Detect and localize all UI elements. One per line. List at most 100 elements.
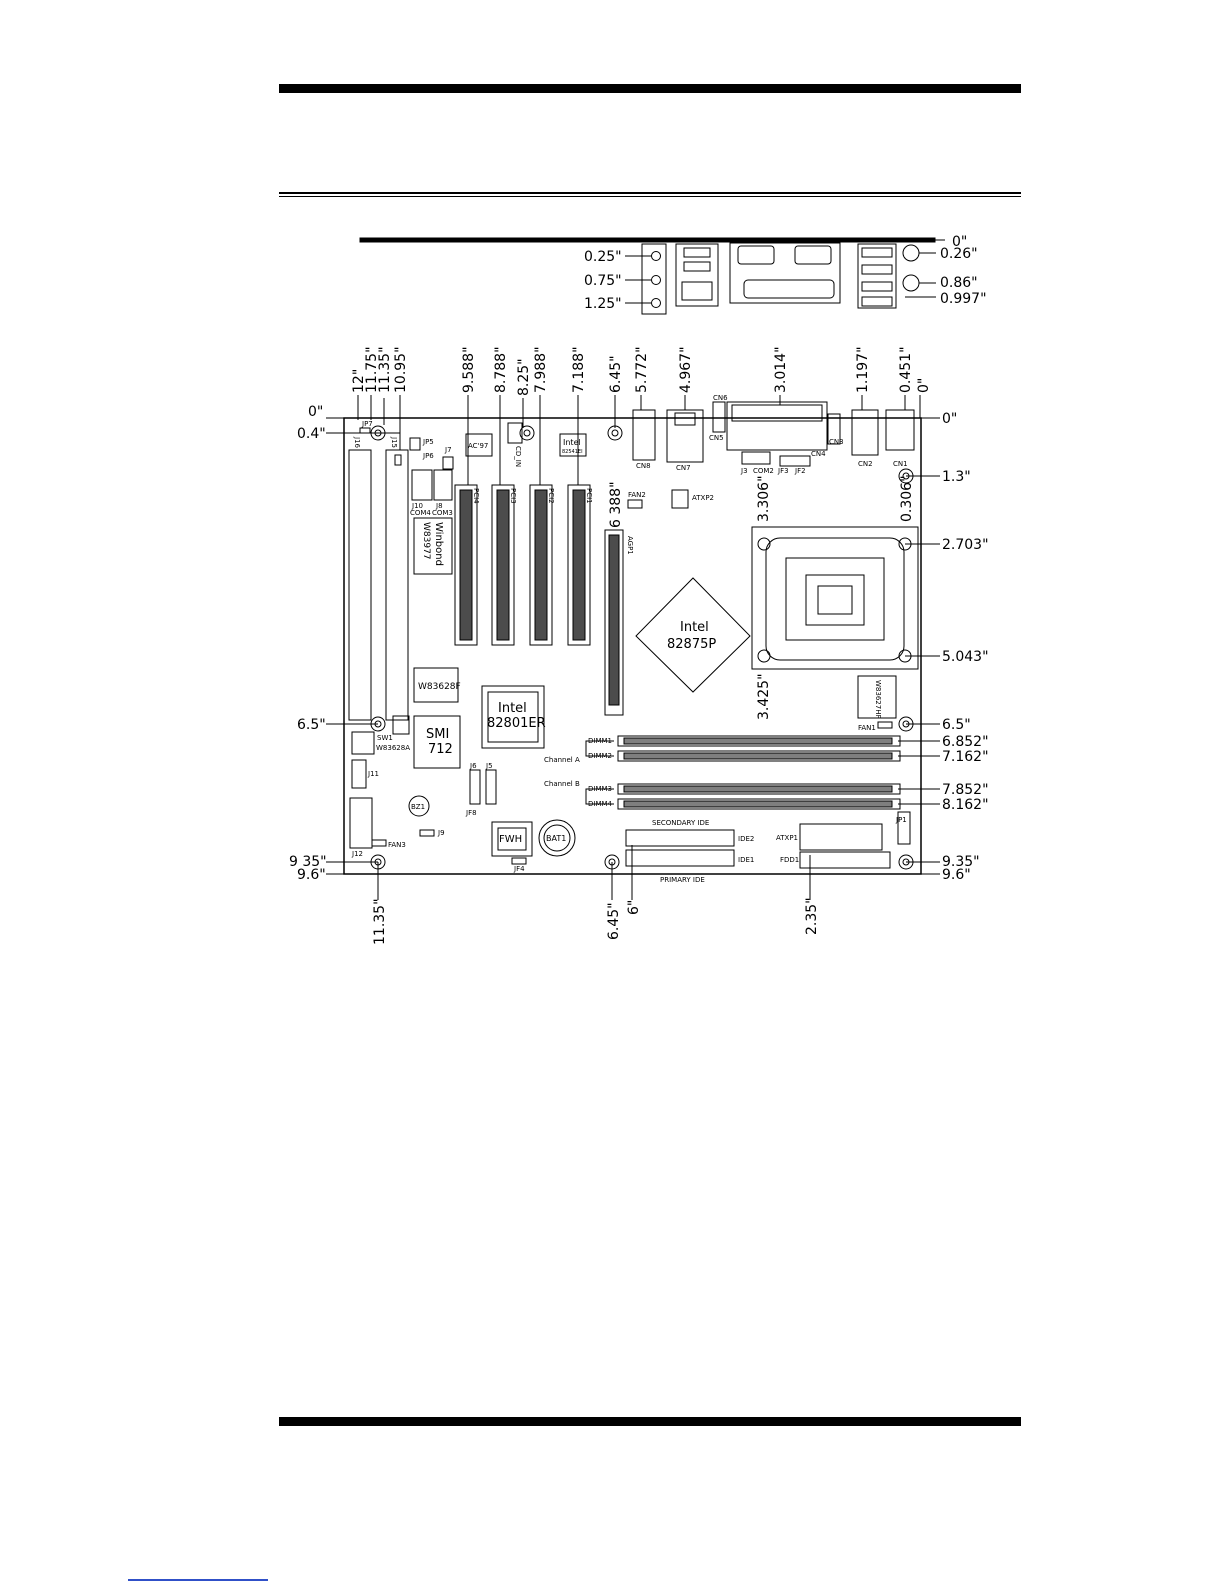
pci2-slot bbox=[529, 484, 553, 646]
ide2-connector bbox=[625, 829, 735, 847]
jp7-header bbox=[359, 427, 371, 434]
label-cd-in: CD_IN bbox=[514, 446, 522, 467]
label-winbond-2: W83977 bbox=[421, 522, 431, 560]
label-jp7: JP7 bbox=[361, 420, 373, 428]
dim-v-0: 0" bbox=[916, 378, 932, 393]
label-pci3: PCI3 bbox=[509, 488, 517, 504]
label-cn3: CN3 bbox=[829, 438, 844, 446]
label-winbond-1: Winbond bbox=[433, 522, 444, 566]
dim-v-1135: 11.35" bbox=[377, 346, 393, 393]
label-fan3: FAN3 bbox=[388, 841, 406, 849]
dim-in-0306: 0.306" bbox=[899, 475, 915, 522]
label-pci4: PCI4 bbox=[472, 488, 480, 504]
j5-header bbox=[485, 769, 497, 805]
mount-hole-9 bbox=[898, 854, 914, 870]
dim-v-0451: 0.451" bbox=[898, 346, 914, 393]
label-dimm1: DIMM1 bbox=[588, 737, 612, 745]
label-intel-lan-2: 82541EI bbox=[562, 449, 583, 455]
j16-header bbox=[348, 449, 372, 721]
label-secondary-ide: SECONDARY IDE bbox=[652, 819, 709, 827]
mount-hole-7 bbox=[370, 854, 386, 870]
atxp2-connector bbox=[671, 489, 689, 509]
label-dimm2: DIMM2 bbox=[588, 752, 612, 760]
label-fwh: FWH bbox=[499, 834, 522, 845]
dim-bot-1135: 11.35" bbox=[372, 898, 388, 945]
dim-bot-235: 2.35" bbox=[804, 897, 820, 935]
dim-right-65: 6.5" bbox=[942, 717, 971, 733]
cn2-connector bbox=[851, 409, 879, 456]
label-jp6: JP6 bbox=[422, 452, 434, 460]
dim-in-3425: 3.425" bbox=[756, 673, 772, 720]
buzzer-bz1 bbox=[408, 795, 430, 817]
label-com3: COM3 bbox=[432, 509, 453, 517]
cn8-connector bbox=[632, 409, 656, 461]
jp5-header bbox=[409, 437, 421, 451]
label-agp1: AGP1 bbox=[626, 536, 634, 555]
ide1-connector bbox=[625, 849, 735, 867]
atxp1-connector bbox=[799, 823, 883, 851]
dim-v-7988: 7.988" bbox=[533, 346, 549, 393]
jf4-header bbox=[511, 857, 527, 865]
winbond-w83977-chip bbox=[413, 517, 453, 575]
pci4-slot bbox=[454, 484, 478, 646]
label-j8: J8 bbox=[435, 502, 443, 510]
label-82875p-2: 82875P bbox=[667, 637, 716, 652]
fdd1-connector bbox=[799, 851, 891, 869]
label-fan2: FAN2 bbox=[628, 491, 646, 499]
label-w83627hf: W83627HF bbox=[874, 680, 882, 718]
dim-right-5043: 5.043" bbox=[942, 649, 989, 665]
audio-jack-2 bbox=[651, 275, 661, 285]
label-com2: COM2 bbox=[753, 467, 774, 475]
header-rule-2 bbox=[279, 196, 1021, 197]
parallel-port bbox=[726, 401, 828, 451]
label-intel-lan-1: Intel bbox=[563, 438, 581, 447]
label-jf8: JF8 bbox=[465, 809, 477, 817]
label-j11: J11 bbox=[367, 770, 379, 778]
j10-header bbox=[411, 469, 433, 501]
mount-hole-4 bbox=[898, 468, 914, 484]
fwh-chip bbox=[491, 821, 533, 857]
label-jf2: JF2 bbox=[794, 467, 806, 475]
dim-right-7162: 7.162" bbox=[942, 749, 989, 765]
dim-top-026: 0.26" bbox=[940, 246, 978, 262]
label-cn8: CN8 bbox=[636, 462, 651, 470]
label-j7: J7 bbox=[444, 446, 452, 454]
label-cn5: CN5 bbox=[709, 434, 724, 442]
label-ide1: IDE1 bbox=[738, 856, 754, 864]
mount-hole-5 bbox=[370, 716, 386, 732]
dimm4-slot bbox=[617, 798, 901, 810]
jf3-jf2-header bbox=[779, 455, 811, 467]
intel-82801er-chip bbox=[481, 685, 545, 749]
dim-left-935: 9 35" bbox=[289, 854, 327, 870]
mount-hole-8 bbox=[604, 854, 620, 870]
label-cn1: CN1 bbox=[893, 460, 908, 468]
mount-hole-1 bbox=[370, 425, 386, 441]
cn1-connector bbox=[885, 409, 915, 451]
dim-top-086: 0.86" bbox=[940, 275, 978, 291]
label-bat1: BAT1 bbox=[546, 834, 566, 843]
dim-bot-645: 6.45" bbox=[606, 902, 622, 940]
j8-header bbox=[433, 469, 453, 501]
label-pci2: PCI2 bbox=[547, 488, 555, 504]
dim-v-5772: 5.772" bbox=[634, 346, 650, 393]
dim-left-0: 0" bbox=[308, 404, 323, 420]
audio-jack-3 bbox=[651, 298, 661, 308]
audio-jack-block bbox=[641, 243, 667, 315]
dim-v-9588: 9.588" bbox=[461, 346, 477, 393]
intel-82875p-chip bbox=[635, 577, 751, 693]
fan3-header bbox=[371, 839, 387, 847]
label-channel-b: Channel B bbox=[544, 780, 580, 788]
label-bz1: BZ1 bbox=[411, 803, 425, 811]
label-smi-1: SMI bbox=[426, 727, 449, 742]
j7-header bbox=[442, 456, 454, 470]
dim-bot-6: 6" bbox=[626, 900, 642, 915]
label-j10: J10 bbox=[411, 502, 423, 510]
dim-v-12: 12" bbox=[351, 369, 367, 393]
dim-right-8162: 8.162" bbox=[942, 797, 989, 813]
mount-hole-2 bbox=[519, 425, 535, 441]
dim-v-7188: 7.188" bbox=[571, 346, 587, 393]
label-jf4: JF4 bbox=[513, 865, 525, 873]
label-j16: J16 bbox=[353, 436, 361, 449]
label-ide2: IDE2 bbox=[738, 835, 754, 843]
dim-right-13: 1.3" bbox=[942, 469, 971, 485]
